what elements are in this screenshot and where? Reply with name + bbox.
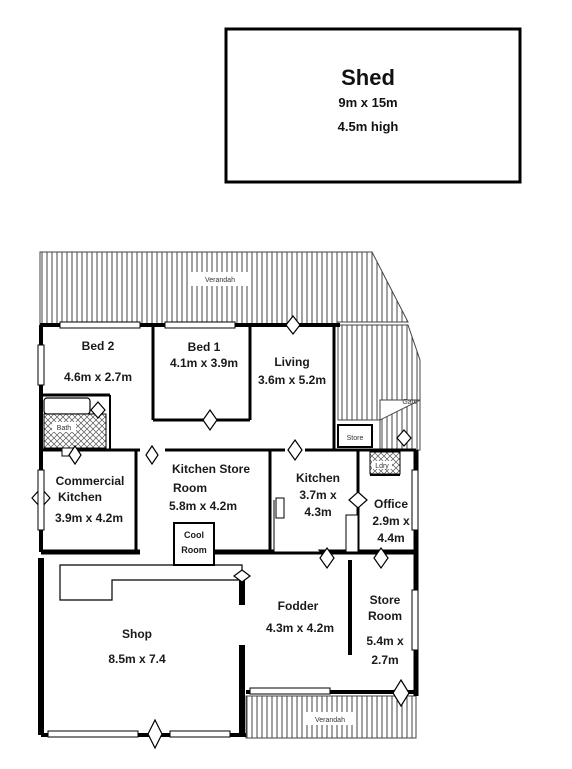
door-kitchen-top-icon [287, 438, 303, 462]
bed1-name: Bed 1 [188, 340, 221, 354]
verandah-bottom-label: Verandah [315, 717, 345, 724]
bath: Bath [43, 397, 107, 457]
gate-label: Gate [402, 399, 417, 406]
storeroom-name-2: Room [368, 609, 402, 623]
room-labels: Bed 2 4.6m x 2.7m Bed 1 4.1m x 3.9m Livi… [55, 339, 410, 667]
windows [37, 321, 419, 738]
kitchen-size-2: 4.3m [304, 505, 331, 519]
doors [31, 315, 412, 750]
storeroom-size-2: 2.7m [371, 653, 398, 667]
door-shop-fodder-icon [233, 569, 251, 583]
storeroom-size-1: 5.4m x [366, 634, 404, 648]
fodder-size: 4.3m x 4.2m [266, 621, 334, 635]
door-shop-front-icon [147, 718, 163, 750]
bed2-name: Bed 2 [82, 339, 115, 353]
verandah-top: Verandah [39, 251, 409, 326]
commercial-kitchen-size: 3.9m x 4.2m [55, 511, 123, 525]
commercial-kitchen-name-1: Commercial [56, 474, 125, 488]
door-office-icon [348, 491, 368, 509]
kitchen-counters [273, 497, 359, 553]
shed-size: 9m x 15m [338, 95, 397, 110]
door-fodder-icon [319, 546, 335, 570]
door-ldry-icon [396, 429, 412, 447]
office-size-2: 4.4m [377, 531, 404, 545]
verandah-right [337, 324, 421, 451]
laundry: Ldry [369, 451, 401, 475]
door-store-back-icon [392, 678, 410, 708]
living-name: Living [274, 355, 309, 369]
office-name: Office [374, 497, 408, 511]
kitchen-name: Kitchen [296, 471, 340, 485]
office-size-1: 2.9m x [372, 514, 410, 528]
shed-title: Shed [341, 65, 395, 90]
shop-name: Shop [122, 627, 152, 641]
verandah-bottom: Verandah [245, 695, 417, 739]
cool-room-label-1: Cool [184, 530, 204, 540]
kitchen-store-name-2: Room [173, 481, 207, 495]
door-bath-icon [90, 401, 106, 419]
bed1-size: 4.1m x 3.9m [170, 356, 238, 370]
door-storeroom-icon [373, 546, 389, 570]
bath-label: Bath [57, 425, 72, 432]
cool-room-label-2: Room [181, 545, 207, 555]
store-label: Store [347, 435, 364, 442]
door-bed1-icon [202, 408, 218, 432]
shed-box: Shed 9m x 15m 4.5m high [224, 27, 522, 184]
shop-counter [59, 564, 243, 601]
kitchen-size-1: 3.7m x [299, 488, 337, 502]
shop-size: 8.5m x 7.4 [108, 652, 166, 666]
kitchen-store-name-1: Kitchen Store [172, 462, 250, 476]
living-size: 3.6m x 5.2m [258, 373, 326, 387]
door-kitchenstore-icon [145, 444, 159, 466]
verandah-top-label: Verandah [205, 277, 235, 284]
shed-height: 4.5m high [338, 119, 399, 134]
door-commercial-icon [68, 444, 82, 466]
bed2-size: 4.6m x 2.7m [64, 370, 132, 384]
cool-room: Cool Room [173, 522, 215, 566]
laundry-label: Ldry [375, 463, 389, 470]
kitchen-store-size: 5.8m x 4.2m [169, 499, 237, 513]
commercial-kitchen-name-2: Kitchen [58, 490, 102, 504]
storeroom-name-1: Store [370, 593, 401, 607]
door-living-top-icon [285, 315, 301, 335]
fodder-name: Fodder [278, 599, 319, 613]
